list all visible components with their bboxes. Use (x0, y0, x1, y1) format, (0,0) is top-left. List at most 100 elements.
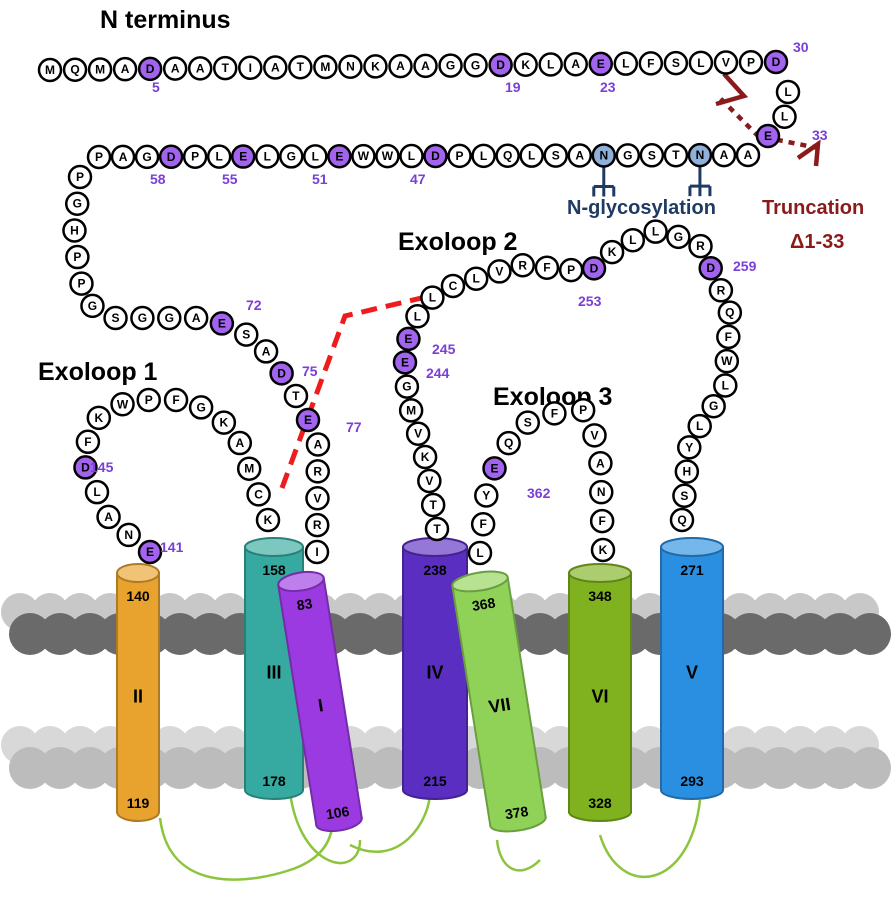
residue-circle (638, 51, 664, 76)
residue-letter: R (313, 464, 322, 478)
intracellular-loop (598, 799, 702, 879)
residue: P (182, 144, 208, 169)
residue-circle (238, 55, 263, 81)
residue: R (708, 278, 734, 303)
lipid-head (819, 747, 861, 789)
residue: A (588, 451, 613, 476)
residue-circle (137, 56, 163, 82)
residue: A (563, 51, 588, 77)
residue-letter: L (781, 110, 788, 124)
residue: E (230, 144, 256, 169)
helix-top-cap (451, 570, 509, 593)
lipid-head (729, 747, 771, 789)
residue-letter: A (271, 61, 280, 75)
residue-circle (69, 271, 94, 296)
residue-letter: M (45, 63, 55, 77)
residue-circle (534, 255, 560, 280)
residue-letter: N (346, 60, 355, 74)
residue-letter: T (222, 61, 230, 75)
residue: L (84, 479, 110, 505)
residue-circle (672, 483, 697, 509)
residue: W (351, 143, 376, 169)
residue: C (246, 482, 271, 507)
residue-number: 259 (733, 258, 757, 274)
residue: A (735, 142, 761, 168)
residue-letter: D (146, 62, 155, 76)
helix-label: V (686, 663, 698, 683)
residue: R (304, 512, 330, 538)
residue: L (467, 540, 493, 566)
residue-circle (87, 57, 113, 82)
residue-circle (488, 52, 513, 78)
helix-bottom-number: 106 (325, 803, 351, 822)
helix-bottom-number: 119 (127, 795, 150, 811)
residue-circle (375, 143, 400, 169)
residue-letter: A (104, 510, 113, 524)
residue: F (163, 387, 189, 413)
residue-number: 33 (812, 127, 828, 143)
residue-letter: E (239, 150, 247, 164)
residue-letter: K (599, 543, 608, 557)
residue-circle (674, 459, 700, 484)
residue-letter: R (313, 518, 322, 532)
residue-circle (236, 456, 262, 481)
residue: D (763, 49, 789, 75)
residue-circle (269, 361, 294, 386)
helix-label: VII (487, 694, 512, 717)
residue-circle (613, 51, 639, 76)
residue: K (363, 54, 388, 79)
residue: M (313, 54, 338, 80)
residue: G (666, 224, 691, 250)
residue-letter: P (76, 170, 84, 184)
residue-letter: C (449, 279, 458, 293)
residue: K (255, 507, 281, 533)
lipid-head (189, 613, 231, 655)
residue-letter: R (518, 258, 527, 272)
residue-circle (363, 54, 388, 79)
helix-bottom-number: 293 (680, 773, 704, 789)
residue-letter: Y (482, 488, 490, 502)
residue: K (211, 410, 237, 435)
residue: V (582, 423, 607, 448)
residue-letter: P (73, 250, 81, 264)
residue-letter: G (402, 380, 411, 394)
residue-circle (234, 322, 259, 347)
lipid-head (849, 747, 891, 789)
residue-circle (519, 143, 544, 168)
residue: A (305, 432, 331, 457)
residue-number: 253 (578, 293, 602, 309)
residue-letter: F (172, 393, 179, 407)
residue: E (327, 144, 352, 169)
residue-circle (162, 56, 188, 81)
residue-circle (538, 52, 563, 77)
residue-circle (687, 142, 713, 168)
residue-circle (589, 479, 614, 505)
residue-letter: L (629, 233, 636, 247)
residue-letter: K (220, 416, 229, 430)
truncation-arrowhead-right (796, 139, 821, 167)
residue-circle (137, 539, 163, 565)
residue-circle (62, 57, 88, 82)
residue-letter: G (73, 197, 82, 211)
residue: G (463, 53, 488, 78)
residue-circle (581, 256, 607, 281)
residue-circle (67, 164, 93, 190)
residue-circle (394, 374, 420, 399)
residue-number: 245 (432, 341, 456, 357)
residue-letter: R (696, 239, 705, 253)
residue: L (620, 227, 646, 253)
residue-circle (405, 304, 430, 329)
residue-letter: P (191, 150, 199, 164)
residue: F (589, 508, 615, 534)
residue: M (37, 57, 63, 83)
residue-letter: V (722, 56, 730, 70)
residue-letter: A (262, 344, 271, 358)
residue: L (538, 52, 563, 77)
residue: P (136, 387, 161, 413)
residue: E (482, 456, 507, 481)
residue: N (338, 54, 363, 79)
residue-letter: P (145, 393, 153, 407)
